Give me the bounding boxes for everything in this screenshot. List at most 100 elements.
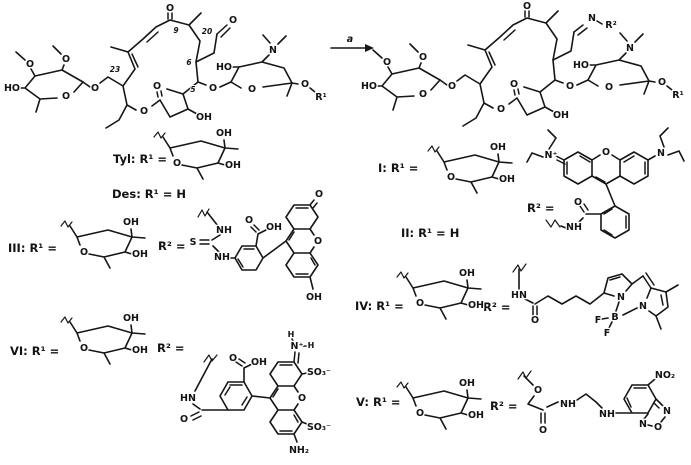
reactant-aldehyde-and-numbering: O 9 20 23 6 5	[109, 14, 239, 95]
entry-label-iii-r2: R² =	[158, 239, 186, 253]
atom-carboxyl-OH: OH	[251, 357, 267, 368]
xanthene-ring-bonds	[563, 151, 649, 207]
entry-label-v: V: R¹ =	[356, 395, 401, 409]
position-number-9: 9	[173, 26, 178, 35]
r1-sugar-vi	[59, 311, 150, 366]
reaction-arrow: a	[330, 33, 374, 52]
reaction-condition-label: a	[347, 34, 353, 45]
attachment-squiggle	[517, 370, 532, 380]
entry-label-iv: IV: R¹ =	[355, 299, 404, 313]
atom-furazan-O: O	[654, 422, 662, 433]
r1-sugar-iv	[395, 266, 486, 321]
atom-R2-substituent: R²	[605, 20, 616, 31]
arrow-head	[365, 44, 374, 52]
atom-carboxyl-O: O	[229, 353, 237, 364]
nbd-structure: O O NH NH NO₂ N O N	[517, 369, 676, 437]
atom-amino-N: N	[657, 148, 665, 159]
attachment-squiggle	[203, 354, 218, 363]
atom-amide-O: O	[531, 315, 539, 326]
atom-sulfonate: SO₃⁻	[307, 367, 331, 378]
benzoate-double-bonds	[224, 358, 248, 406]
amide-chain-bonds	[518, 268, 605, 305]
position-number-20: 20	[202, 27, 212, 36]
entry-label-vi-r2: R² =	[157, 341, 185, 355]
amide-double-bond	[190, 411, 202, 421]
atom-furazan-N: N	[639, 419, 647, 430]
benzoate-inner-double-bonds	[237, 224, 260, 268]
fluorescein-thiourea-structure: NH S NH O OH O O OH	[188, 188, 324, 305]
atom-iminium-N-plus: N⁺	[291, 341, 304, 352]
atom-amide-HN: HN	[511, 290, 527, 301]
atom-carboxyl-O: O	[245, 215, 253, 226]
amide-double-bond	[532, 305, 538, 316]
linker-bonds	[523, 375, 632, 414]
benzofurazan-bonds	[623, 378, 666, 427]
entry-label-vi: VI: R¹ =	[10, 344, 59, 358]
atom-amide-O: O	[539, 425, 547, 436]
amide-double-bond	[540, 412, 546, 424]
atom-phenol-OH: OH	[306, 292, 322, 303]
imine-bonds	[552, 20, 603, 61]
entry-label-i: I: R¹ =	[378, 161, 418, 175]
atom-boron-B: B	[611, 312, 618, 323]
atom-iminium-H: H	[288, 330, 295, 339]
thiourea-bonds	[206, 211, 236, 259]
reactant-macrolide	[2, 1, 329, 130]
xanthene-double-bonds	[272, 351, 300, 432]
atom-nitro-NO2: NO₂	[655, 370, 675, 381]
atom-pyran-O: O	[314, 236, 322, 247]
entry-label-tyl: Tyl: R¹ =	[113, 152, 167, 166]
atom-pyrrole-N: N	[617, 292, 625, 303]
pyrrole-ring-bonds	[601, 273, 679, 330]
atom-fluorine-F: F	[604, 328, 611, 339]
attachment-squiggle	[512, 263, 527, 273]
atom-pyran-O: O	[298, 393, 306, 404]
pyrrole-double-bonds	[609, 272, 664, 306]
xanthene-double-bonds	[566, 155, 646, 183]
atom-thiourea-NH: NH	[216, 225, 232, 236]
benzofurazan-double-bonds	[626, 387, 660, 409]
atom-thiocarbonyl-S: S	[190, 237, 197, 248]
atom-ether-O: O	[534, 385, 542, 396]
entry-label-iii: III: R¹ =	[8, 241, 57, 255]
entry-label-i-r2: R² =	[527, 201, 555, 215]
product-macrolide	[359, 0, 686, 128]
benzoate-ring-bonds	[234, 229, 287, 271]
atom-pyrrole-N: N	[639, 301, 647, 312]
atom-amine-NH2: NH₂	[289, 445, 309, 456]
diethylamino-bonds	[526, 127, 685, 163]
atom-thiourea-NH: NH	[214, 252, 230, 263]
position-number-6: 6	[186, 58, 191, 67]
r1-sugar-v	[395, 376, 486, 431]
atom-amide-O: O	[574, 197, 582, 208]
benzoate-ring-bonds	[219, 363, 271, 411]
entry-label-v-r2: R² =	[490, 399, 518, 413]
iminium-double-bond	[555, 155, 566, 165]
atom-amide-NH: NH	[560, 399, 576, 410]
amide-bonds	[192, 358, 229, 411]
atom-imine-N: N	[588, 13, 596, 24]
position-number-23: 23	[110, 65, 120, 74]
xanthene-ring-bonds	[285, 204, 319, 290]
rhodamine-structure: N⁺ O N O NH	[526, 127, 685, 239]
imine-double-bond	[573, 24, 588, 36]
r1-sugar-iii	[59, 215, 150, 270]
attachment-squiggle	[545, 219, 561, 228]
phenyl-double-bonds	[579, 203, 627, 236]
atom-carboxyl-OH: OH	[266, 222, 282, 233]
atom-quinone-O: O	[315, 189, 323, 200]
aldehyde-double-bond	[216, 24, 231, 38]
xanthene-ring-bonds	[269, 338, 308, 443]
atom-iminium-H: H	[308, 341, 315, 350]
entry-label-iv-r2: R² =	[483, 300, 511, 314]
atom-fluorine-F: F	[595, 315, 602, 326]
atom-amide-NH: NH	[566, 222, 582, 233]
thiocarbonyl-double-bond	[199, 239, 210, 245]
atom-sulfonate: SO₃⁻	[307, 422, 331, 433]
atom-amine-NH: NH	[599, 409, 615, 420]
entry-label-des: Des: R¹ = H	[112, 187, 186, 201]
aldehyde-bonds	[195, 33, 218, 63]
phenyl-ring-bonds	[560, 205, 630, 239]
